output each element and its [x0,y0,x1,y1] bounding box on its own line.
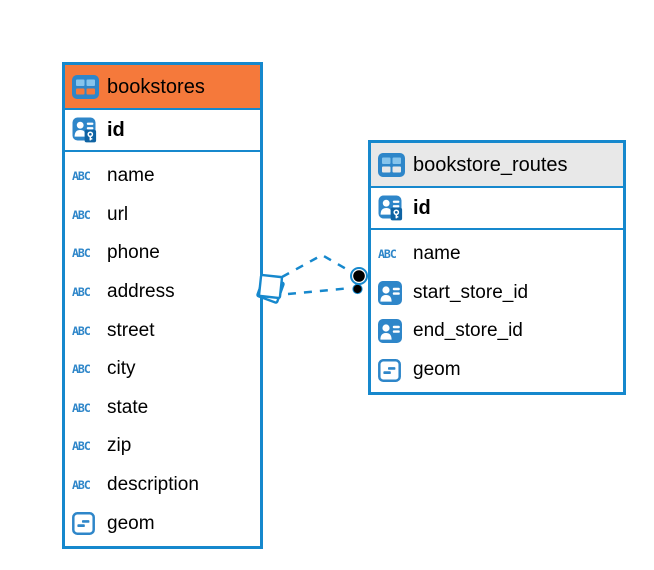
one-end-marker [350,267,368,295]
column-name: street [107,319,155,341]
table-bookstore-routes[interactable]: bookstore_routes id ABC name [368,140,626,396]
varchar-icon: ABC [72,207,91,222]
table-header[interactable]: bookstores [65,65,260,108]
primary-key-icon [72,117,99,143]
column-row[interactable]: geom [371,350,623,390]
relationship-line [281,253,356,279]
column-name: start_store_id [413,281,529,303]
column-name: end_store_id [413,320,523,342]
column-name: geom [107,512,155,534]
column-name: id [107,118,125,141]
column-row[interactable]: ABC name [65,157,260,196]
foreign-key-icon [378,280,405,305]
varchar-icon: ABC [72,362,91,377]
column-row[interactable]: ABC description [65,465,260,505]
table-icon [378,152,405,177]
varchar-icon: ABC [72,169,91,184]
column-name: name [107,165,155,187]
geometry-icon [378,358,405,382]
varchar-icon: ABC [72,285,91,300]
table-name: bookstore_routes [413,153,568,176]
column-row[interactable]: ABC phone [65,234,260,273]
column-name: geom [413,359,461,381]
column-name: id [413,196,431,219]
column-row[interactable]: ABC state [65,388,260,428]
column-name: url [107,203,129,225]
column-row[interactable]: end_store_id [371,312,623,351]
table-bookstores[interactable]: bookstores id ABC name [62,62,263,549]
column-name: city [107,358,136,380]
column-row[interactable]: geom [65,504,260,543]
column-name: address [107,281,175,303]
column-row[interactable]: ABC url [65,195,260,235]
varchar-icon: ABC [72,323,91,338]
table-header[interactable]: bookstore_routes [371,143,623,186]
column-name: name [413,243,461,265]
column-row[interactable]: ABC zip [65,427,260,466]
varchar-icon: ABC [72,246,91,261]
geometry-icon [72,512,99,536]
primary-key-row[interactable]: id [371,186,623,230]
column-list: ABC name start_store_id [371,230,623,392]
varchar-icon: ABC [72,400,91,415]
column-row[interactable]: ABC street [65,311,260,350]
varchar-icon: ABC [72,478,91,493]
column-name: description [107,474,199,496]
column-name: zip [107,435,132,457]
varchar-icon: ABC [72,439,91,454]
column-name: phone [107,242,160,264]
primary-key-row[interactable]: id [65,108,260,152]
column-list: ABC name ABC url ABC phone ABC address A… [65,152,260,546]
column-row[interactable]: ABC address [65,272,260,312]
foreign-key-icon [378,319,405,344]
primary-key-icon [378,195,405,221]
varchar-icon: ABC [378,247,397,262]
column-name: state [107,396,149,418]
column-row[interactable]: start_store_id [371,273,623,313]
table-name: bookstores [107,75,205,98]
relationship-line [287,286,352,296]
column-row[interactable]: ABC name [371,235,623,274]
table-icon [72,74,99,99]
column-row[interactable]: ABC city [65,349,260,389]
